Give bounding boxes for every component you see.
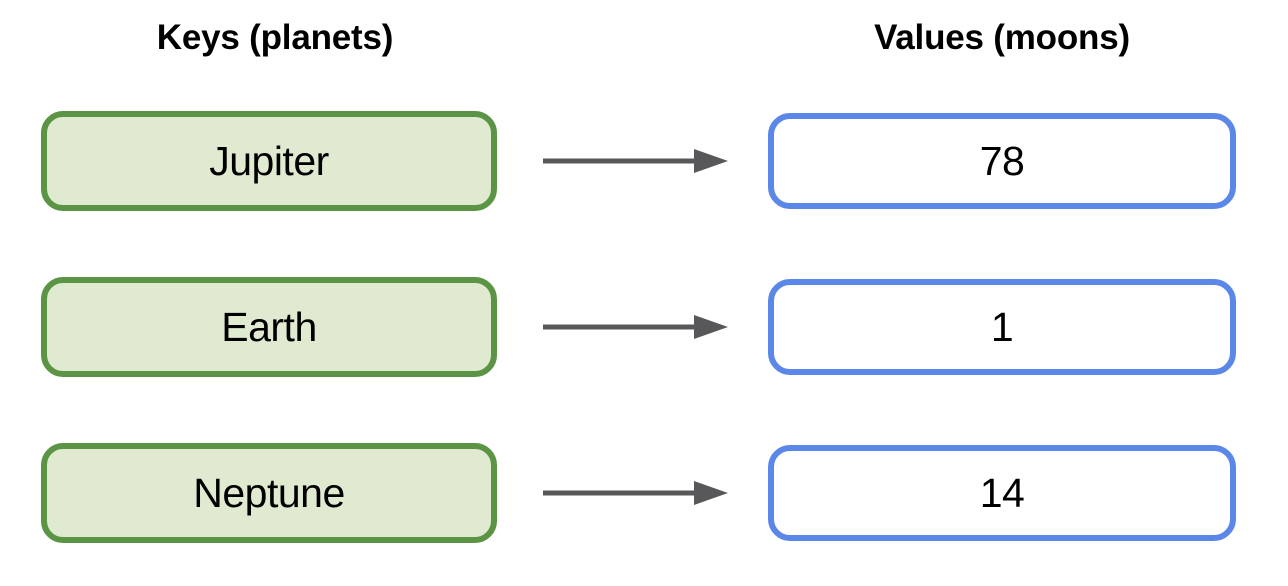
mapping-row: Neptune 14 (0, 443, 1288, 543)
value-box-jupiter[interactable]: 78 (768, 113, 1236, 209)
key-label: Earth (221, 303, 317, 350)
mapping-row: Jupiter 78 (0, 111, 1288, 211)
key-box-earth[interactable]: Earth (41, 277, 497, 377)
value-label: 78 (979, 137, 1025, 184)
column-header-keys: Keys (planets) (156, 18, 394, 57)
arrow-right-icon (536, 477, 736, 509)
value-box-earth[interactable]: 1 (768, 279, 1236, 375)
key-label: Jupiter (209, 137, 329, 184)
key-box-neptune[interactable]: Neptune (41, 443, 497, 543)
mapping-row: Earth 1 (0, 277, 1288, 377)
value-box-neptune[interactable]: 14 (768, 445, 1236, 541)
column-header-values: Values (moons) (874, 18, 1130, 57)
arrow-right-icon (536, 145, 736, 177)
value-label: 1 (990, 303, 1014, 350)
value-label: 14 (979, 469, 1025, 516)
key-box-jupiter[interactable]: Jupiter (41, 111, 497, 211)
arrow-right-icon (536, 311, 736, 343)
key-label: Neptune (193, 469, 345, 516)
